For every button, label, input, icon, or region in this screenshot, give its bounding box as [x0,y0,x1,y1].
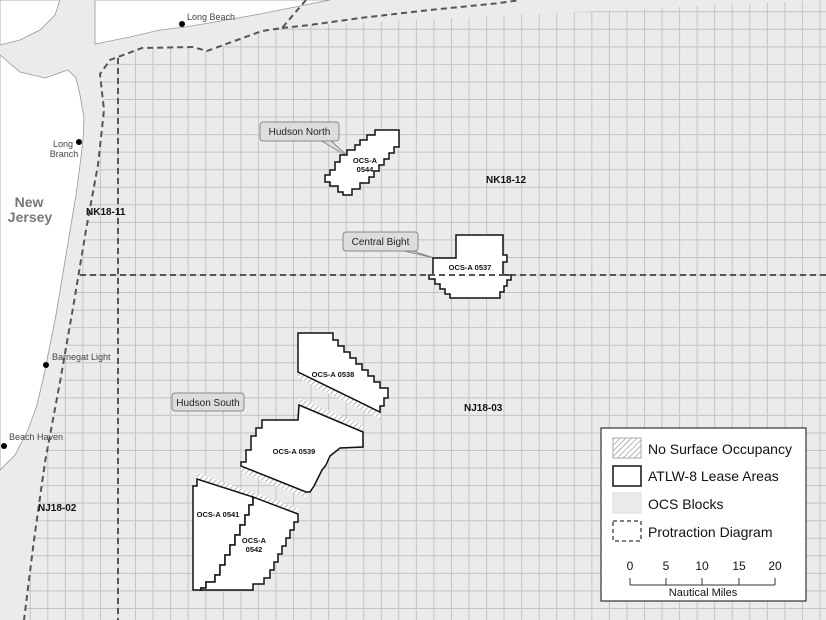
protraction-label-nk18-11: NK18-11 [86,207,126,218]
place-label-long-branch-1: Long [53,139,73,149]
place-label-barnegat-light: Barnegat Light [52,352,111,362]
lease-area-0542[interactable] [200,495,299,591]
legend-swatch-ocs-blocks [612,492,642,514]
no-surface-occupancy-0538 [298,372,380,419]
place-dot-barnegat-light [43,362,49,368]
protraction-boundary-outer-top [281,0,521,29]
callout-hudson-north-label: Hudson North [269,127,331,138]
lease-label-0544-2: 0544 [357,165,375,174]
scale-tick-10: 10 [695,559,709,573]
no-surface-occupancy-0539-bottom [241,466,306,498]
scale-tick-5: 5 [663,559,670,573]
place-dot-beach-haven [1,443,7,449]
place-dot-long-beach [179,21,185,27]
legend-label-lease-areas: ATLW-8 Lease Areas [648,468,779,484]
legend: No Surface Occupancy ATLW-8 Lease Areas … [600,427,807,602]
lease-label-0537: OCS-A 0537 [449,263,492,272]
scale-tick-20: 20 [768,559,782,573]
callout-central-bight-label: Central Bight [352,237,410,248]
callout-hudson-south-label: Hudson South [176,398,239,409]
land-long-island [94,0,331,45]
lease-label-0542-2: 0542 [246,545,263,554]
state-label-line1: New [15,194,44,210]
callout-central-bight [342,231,419,252]
land-upper-left [0,0,61,46]
lease-label-0539: OCS-A 0539 [273,447,316,456]
legend-label-protraction-diagram: Protraction Diagram [648,524,773,540]
land-new-jersey [0,54,85,471]
state-label-line2: Jersey [8,209,53,225]
lease-label-0541: OCS-A 0541 [197,510,240,519]
lease-area-0538[interactable] [297,332,389,414]
lease-label-0542-1: OCS-A [242,536,267,545]
scale-tick-15: 15 [732,559,746,573]
callout-hudson-north [259,121,340,142]
lease-label-0538: OCS-A 0538 [312,370,355,379]
legend-swatch-lease-areas [612,465,642,487]
protraction-boundary-outer [23,0,307,620]
lease-area-0539[interactable] [240,403,364,493]
legend-label-ocs-blocks: OCS Blocks [648,496,723,512]
lease-label-0544-1: OCS-A [353,156,378,165]
protraction-label-nj18-02: NJ18-02 [38,503,77,514]
legend-label-no-surface-occupancy: No Surface Occupancy [648,441,792,457]
legend-swatch-protraction-diagram [612,520,642,542]
legend-swatch-no-surface-occupancy [612,437,642,459]
no-surface-occupancy-0539 [299,398,363,432]
callout-hudson-south [171,392,245,412]
protraction-label-nj18-03: NJ18-03 [464,403,503,414]
scale-bar [629,578,776,586]
place-label-beach-haven: Beach Haven [9,432,63,442]
place-label-long-beach: Long Beach [187,12,235,22]
scale-tick-0: 0 [627,559,634,573]
place-label-long-branch-2: Branch [50,149,79,159]
lease-area-0537[interactable] [428,234,512,299]
protraction-label-nk18-12: NK18-12 [486,175,526,186]
lease-area-0544[interactable] [324,129,400,196]
place-dot-long-branch [76,139,82,145]
scale-unit-label: Nautical Miles [669,587,738,599]
